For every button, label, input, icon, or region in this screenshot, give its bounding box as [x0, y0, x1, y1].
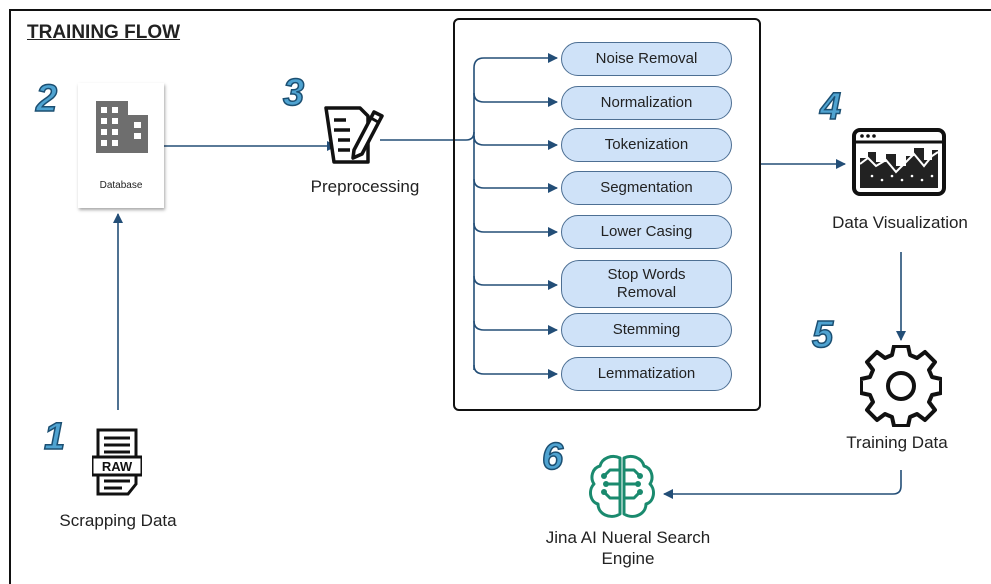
step-number: 2 — [35, 78, 58, 120]
branch-normalization — [473, 92, 558, 107]
branch-tokenization — [473, 135, 558, 150]
branch-segmentation — [473, 178, 558, 193]
arrow-training-to-search-engine — [663, 470, 902, 499]
database-label: Database — [99, 180, 143, 191]
step-pill: Noise Removal — [561, 42, 732, 76]
step-number: 6 — [541, 436, 564, 478]
database-card: Database — [78, 83, 164, 208]
branch-lemmatization — [473, 364, 558, 379]
step-pill: Lower Casing — [561, 215, 732, 249]
raw-text: RAW — [102, 459, 133, 474]
step-number: 4 — [819, 86, 842, 128]
branch-stemming — [473, 320, 558, 335]
diagram-title: TRAINING FLOW — [27, 22, 181, 43]
step-pill: Lemmatization — [561, 357, 732, 391]
building-icon — [96, 101, 148, 153]
branch-stop-words — [473, 275, 558, 290]
step-label: Jina AI Nueral Search Engine — [545, 528, 711, 569]
step-number: 5 — [811, 314, 834, 356]
step-label: Scrapping Data — [59, 511, 177, 530]
branch-lower-casing — [473, 222, 558, 237]
diagram-frame — [9, 9, 991, 584]
step-number: 3 — [282, 72, 305, 114]
raw-file-icon: RAW — [92, 428, 142, 496]
preprocessing-steps-box — [453, 18, 761, 411]
step-label: Training Data — [846, 433, 948, 452]
step-pill: Stemming — [561, 313, 732, 347]
step-number: 1 — [43, 416, 66, 458]
document-pen-icon — [324, 106, 384, 164]
step-label: Data Visualization — [832, 213, 968, 232]
gear-icon — [860, 345, 942, 427]
step-label: Preprocessing — [310, 177, 420, 196]
step-pill: Segmentation — [561, 171, 732, 205]
step-pill: Stop Words Removal — [561, 260, 732, 308]
step-pill: Normalization — [561, 86, 732, 120]
chart-monitor-icon — [852, 128, 946, 196]
branch-noise-removal — [473, 53, 558, 69]
step-pill: Tokenization — [561, 128, 732, 162]
brain-circuit-icon — [589, 454, 655, 518]
